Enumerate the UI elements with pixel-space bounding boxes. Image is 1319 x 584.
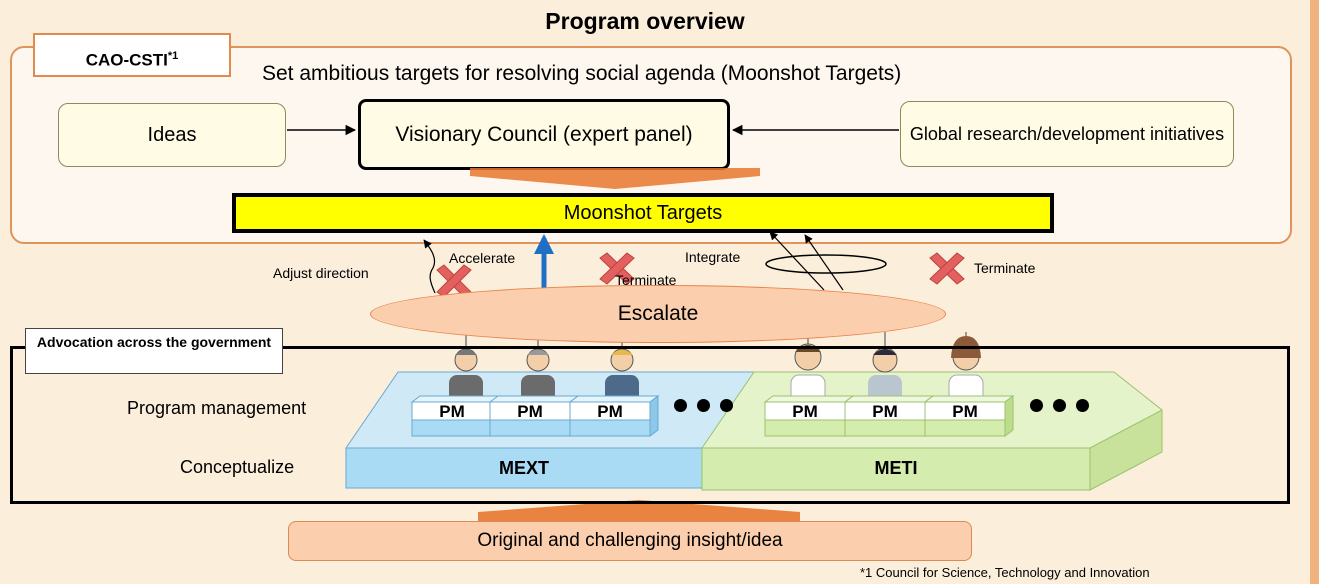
terminate-x-2 xyxy=(599,252,635,285)
terminate-label-1: Terminate xyxy=(615,272,677,288)
integrate-arrow-right xyxy=(804,234,844,291)
council-to-targets-arrow xyxy=(470,168,760,189)
right-edge-strip xyxy=(1310,0,1319,584)
advocation-label: Advocation across the government xyxy=(25,328,283,374)
integrate-arrow-left xyxy=(769,231,825,291)
footnote: *1 Council for Science, Technology and I… xyxy=(860,565,1150,580)
cao-csti-name: CAO-CSTI xyxy=(85,50,168,70)
escalate-ellipse: Escalate xyxy=(370,285,946,343)
ellipsis-dot xyxy=(1053,399,1066,412)
moonshot-targets-box: Moonshot Targets xyxy=(232,193,1054,233)
pm-label-mext-2: PM xyxy=(517,402,543,421)
set-targets-text: Set ambitious targets for resolving soci… xyxy=(262,62,902,85)
pm-label-meti-3: PM xyxy=(952,402,978,421)
cao-csti-label: CAO-CSTI*1 xyxy=(33,33,231,77)
integrate-loop xyxy=(765,254,887,274)
ellipsis-dot xyxy=(1076,399,1089,412)
pm-label-mext-1: PM xyxy=(439,402,465,421)
ellipsis-dot xyxy=(697,399,710,412)
idea-up-arrow xyxy=(478,500,800,521)
global-initiatives-box: Global research/development initiatives xyxy=(900,101,1234,167)
ellipsis-dot xyxy=(674,399,687,412)
integrate-label: Integrate xyxy=(685,249,741,265)
government-box xyxy=(10,346,1290,504)
meti-platform-front xyxy=(701,447,1091,491)
mext-platform-front xyxy=(345,447,703,489)
ellipsis-dot xyxy=(720,399,733,412)
original-idea-box: Original and challenging insight/idea xyxy=(288,521,972,561)
footnote-marker: *1 xyxy=(167,50,179,62)
mext-label: MEXT xyxy=(498,458,549,478)
program-management-label: Program management xyxy=(127,398,307,418)
pm-label-meti-1: PM xyxy=(792,402,818,421)
page-title: Program overview xyxy=(545,8,745,34)
terminate-label-2: Terminate xyxy=(974,260,1036,276)
conceptualize-label: Conceptualize xyxy=(180,457,295,477)
ellipsis-dot xyxy=(1030,399,1043,412)
meti-label: METI xyxy=(874,458,918,478)
pm-label-meti-2: PM xyxy=(872,402,898,421)
adjust-direction-label: Adjust direction xyxy=(273,265,369,281)
ideas-box: Ideas xyxy=(58,103,286,167)
pm-label-mext-3: PM xyxy=(597,402,623,421)
visionary-council-box: Visionary Council (expert panel) xyxy=(358,99,730,170)
adjust-direction-arrow xyxy=(423,239,436,294)
terminate-x-3 xyxy=(929,252,965,285)
accelerate-label: Accelerate xyxy=(449,250,516,266)
